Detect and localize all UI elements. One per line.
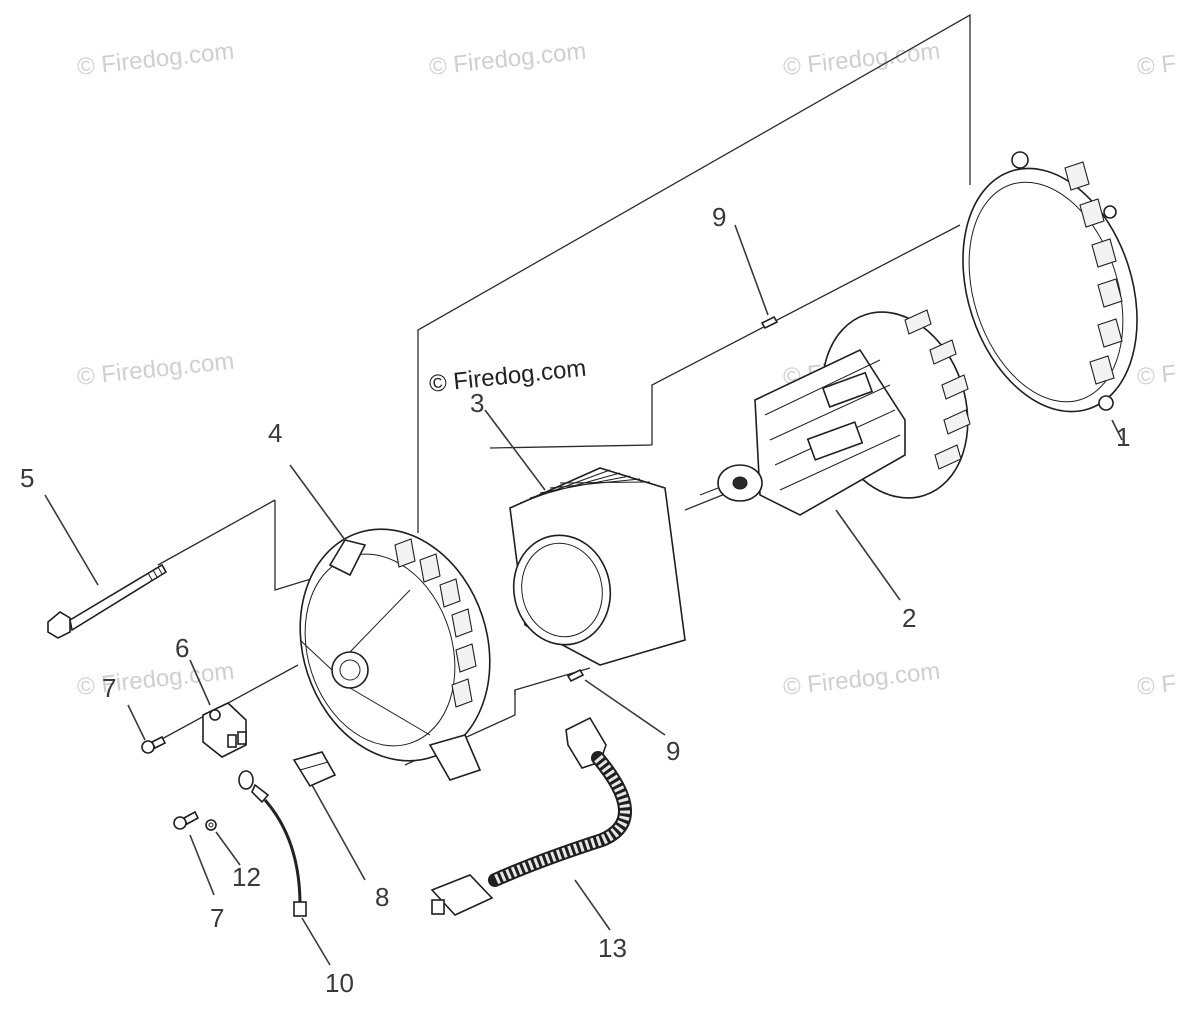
watermark: © Firedog.com [76,38,236,81]
dowel-pin-lower [566,668,585,683]
callout-10: 10 [325,968,354,998]
terminal-block [292,751,337,788]
watermark: © Firedog.com [76,658,236,701]
callout-12: 12 [232,862,261,892]
screw-upper [141,735,167,754]
callout-5: 5 [20,463,34,493]
watermark: © Firedog.com [76,348,236,391]
callout-4: 4 [268,418,282,448]
washer [205,819,217,831]
stator [509,467,686,666]
callout-9-upper: 9 [712,202,726,232]
callout-7-lower: 7 [210,903,224,933]
callout-leaders [44,224,1123,966]
callout-7-upper: 7 [102,673,116,703]
callout-8: 8 [375,882,389,912]
front-housing [299,528,491,781]
watermark: © Firedog.com [428,38,588,81]
callout-13: 13 [598,933,627,963]
wire-harness [430,716,632,916]
rear-housing [962,151,1138,413]
watermark: © F [1136,670,1178,701]
watermark: © F [1136,360,1178,391]
callout-2: 2 [902,603,916,633]
callout-9-lower: 9 [666,736,680,766]
callout-labels: 1 2 3 4 5 6 7 7 8 9 9 10 12 13 [20,202,1130,998]
through-bolt [47,563,168,639]
callout-3: 3 [470,388,484,418]
watermark-main: © Firedog.com [428,355,588,398]
watermark: © F [1136,50,1178,81]
watermark: © Firedog.com [782,658,942,701]
ground-wire [238,770,307,917]
screw-lower [173,810,200,830]
brush-holder [202,702,247,758]
callout-1: 1 [1116,422,1130,452]
dowel-pin-upper [760,315,779,330]
rotor-assembly [699,309,971,516]
watermark: © Firedog.com [782,38,942,81]
callout-6: 6 [175,633,189,663]
